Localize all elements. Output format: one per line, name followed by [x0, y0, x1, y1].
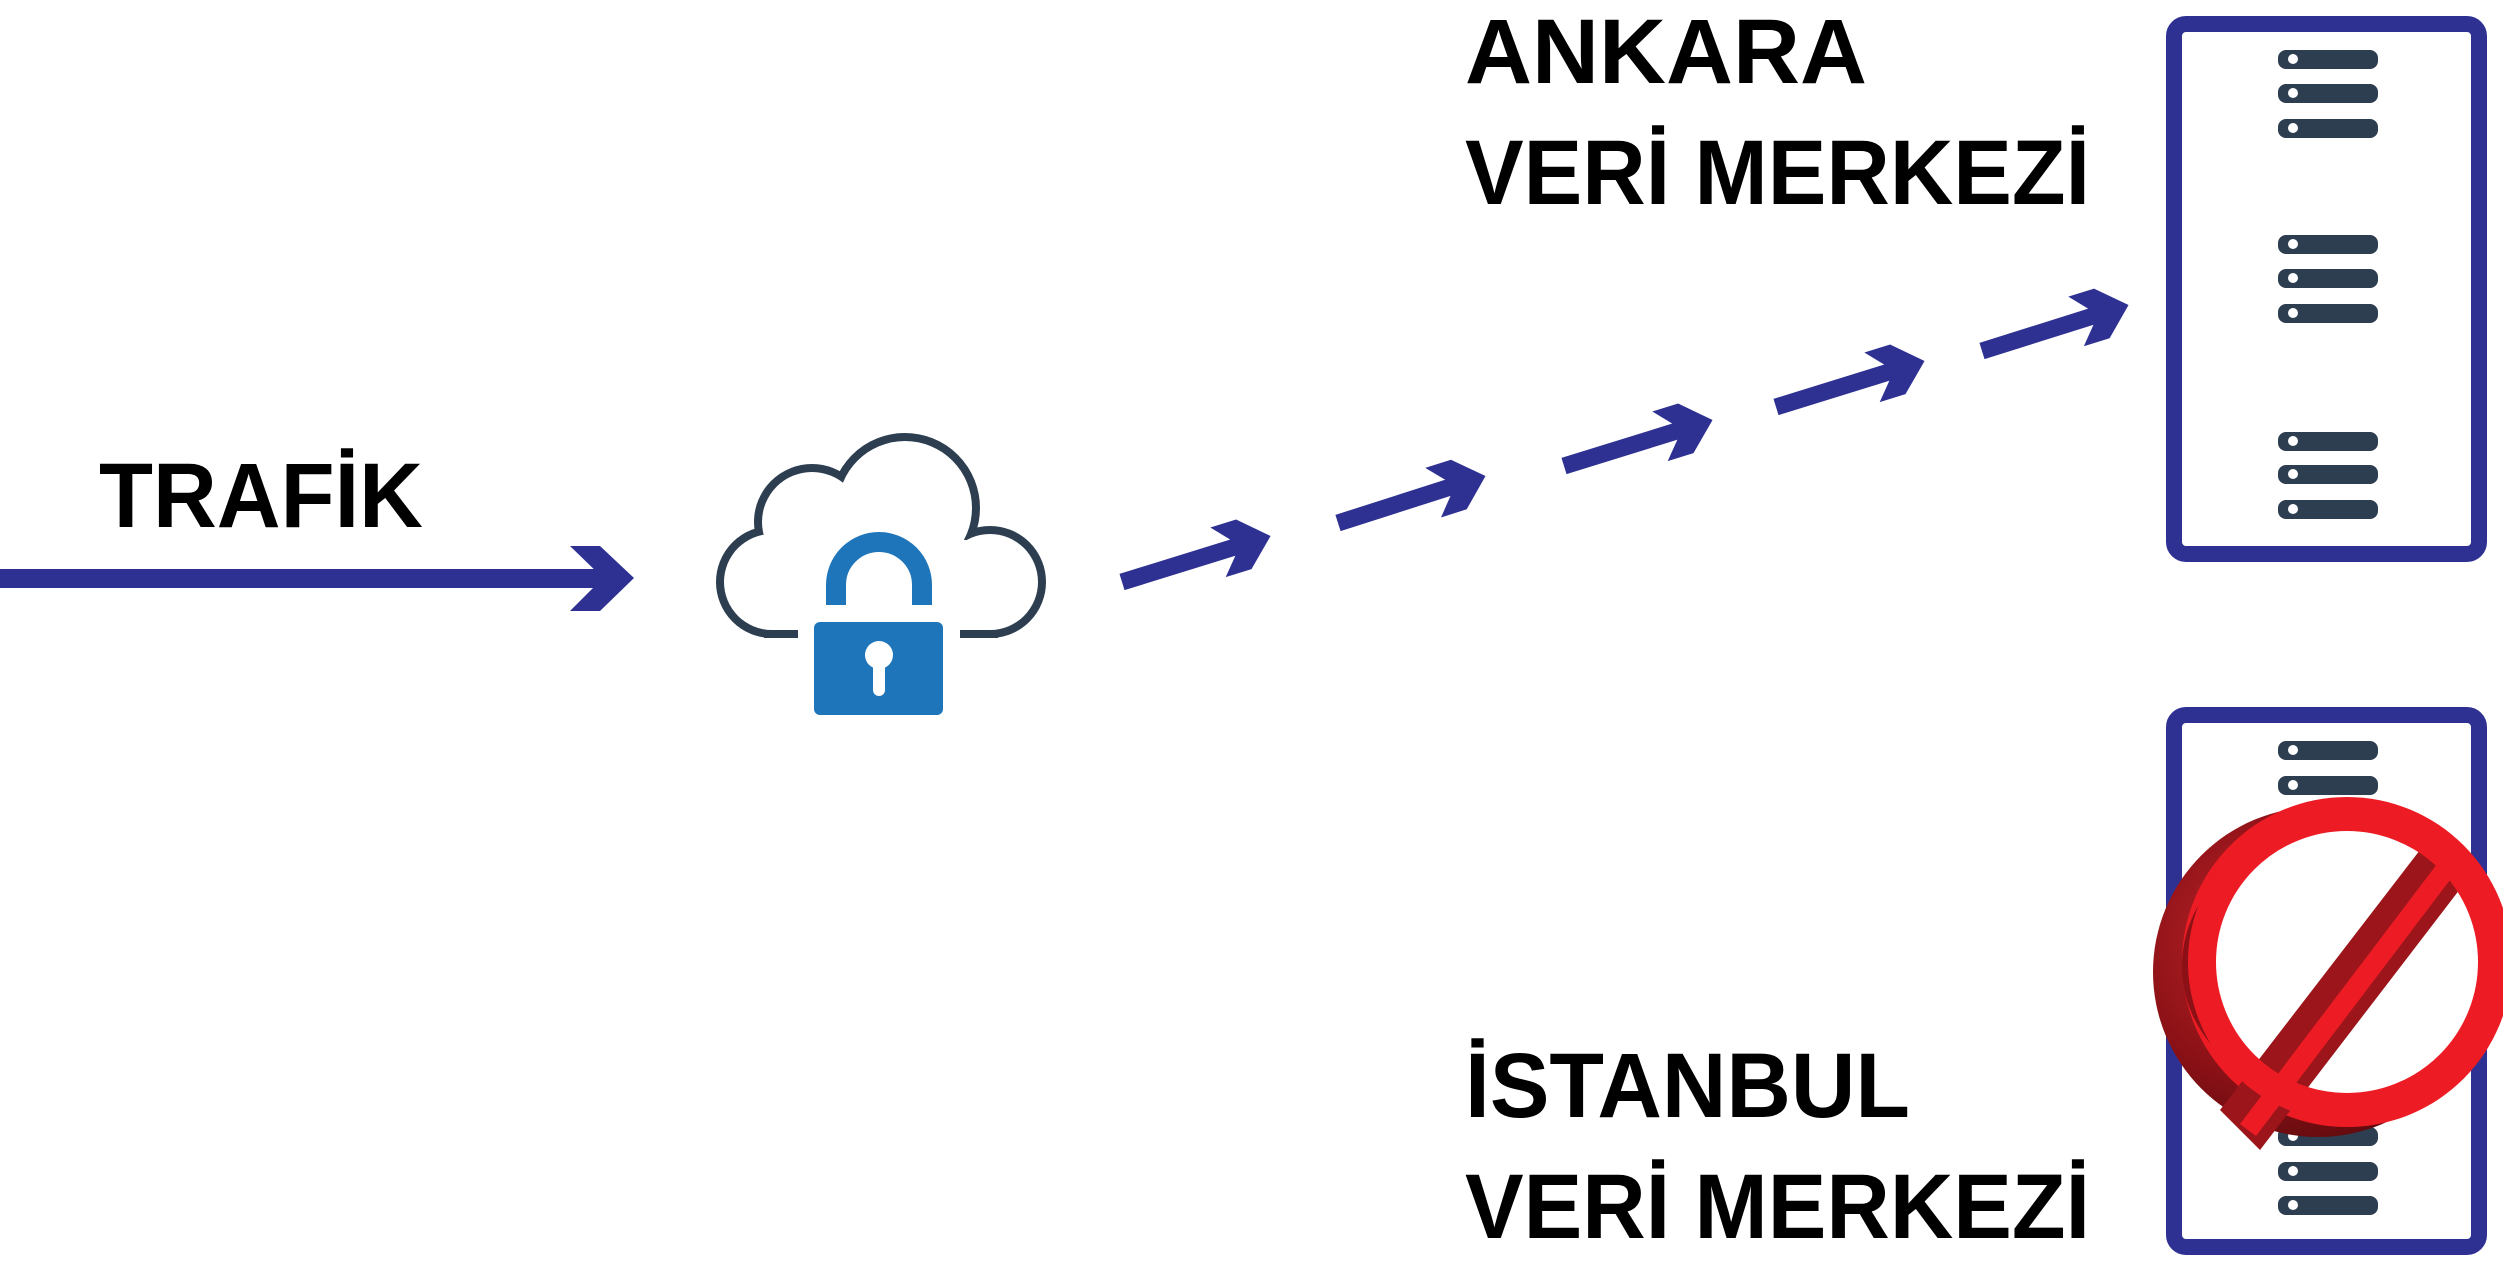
server-unit	[2278, 50, 2378, 69]
dashed-arrow-segment	[1561, 403, 1713, 475]
ankara-title: ANKARA	[1465, 1, 1867, 103]
server-unit	[2278, 304, 2378, 323]
ankara-server-icon	[2166, 16, 2487, 562]
lock-icon	[814, 532, 943, 715]
server-unit	[2278, 741, 2378, 760]
server-unit	[2278, 235, 2378, 254]
dashed-arrow-segment	[1773, 344, 1925, 416]
ankara-subtitle: VERİ MERKEZİ	[1465, 122, 2090, 224]
istanbul-title: İSTANBUL	[1465, 1035, 1910, 1137]
server-unit	[2278, 500, 2378, 519]
server-unit	[2278, 776, 2378, 795]
dashed-arrow-segment	[1335, 459, 1486, 532]
server-unit	[2278, 269, 2378, 288]
traffic-arrow	[0, 546, 634, 611]
dashed-arrow-path	[1119, 288, 2129, 591]
server-unit	[2278, 119, 2378, 138]
server-unit	[2278, 1196, 2378, 1215]
server-unit	[2278, 84, 2378, 103]
server-unit	[2278, 465, 2378, 484]
traffic-label: TRAFİK	[99, 445, 423, 547]
prohibited-icon	[2153, 797, 2503, 1150]
server-unit	[2278, 1162, 2378, 1181]
dashed-arrow-segment	[1979, 288, 2129, 360]
server-unit	[2278, 432, 2378, 451]
dashed-arrow-segment	[1119, 519, 1271, 591]
istanbul-subtitle: VERİ MERKEZİ	[1465, 1156, 2090, 1258]
